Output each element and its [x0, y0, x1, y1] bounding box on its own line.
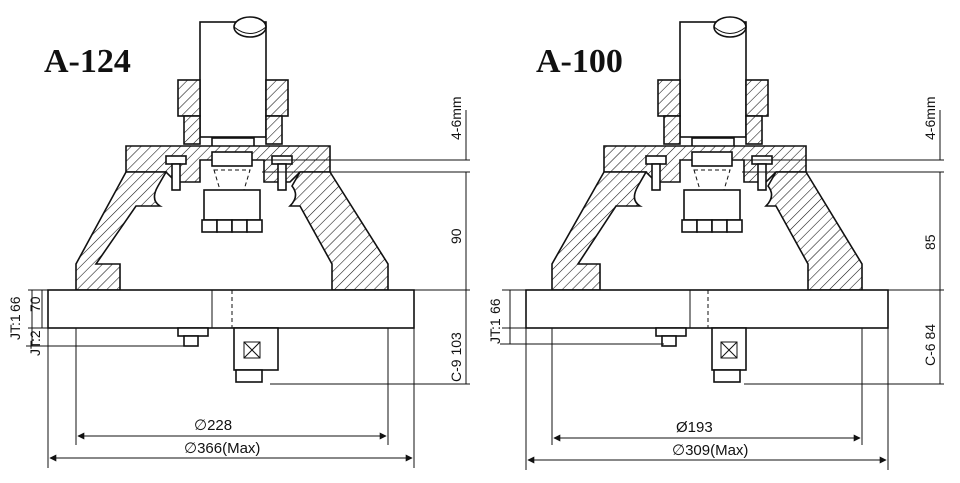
dim-top-a124: 4-6mm: [448, 96, 464, 140]
left-arm-left: [75, 171, 168, 291]
dia-outer-a124: ∅366(Max): [184, 440, 260, 457]
right-arm-left: [288, 171, 389, 291]
base-plate-left: [47, 289, 415, 329]
dia-outer-a100: ∅309(Max): [672, 442, 748, 459]
assembly-a124: A-124: [7, 16, 470, 468]
dim-height-a100: 85: [922, 234, 938, 250]
right-arm-right: [764, 171, 863, 291]
dia-inner-a124: ∅228: [194, 417, 232, 434]
dimensions-left-right: 66 JT:1: [487, 289, 664, 345]
dim-side-a-a100: 66: [487, 298, 503, 314]
dimensions-right-left: 4-6mm 90 C-9 103: [262, 96, 470, 385]
shaft-left: [199, 16, 267, 138]
dim-base-a124: C-9 103: [448, 332, 464, 382]
jt1-a124: JT:1: [7, 314, 23, 340]
dia-inner-a100: Ø193: [676, 419, 713, 436]
jt1-a100: JT:1: [487, 318, 503, 344]
title-a124: A-124: [44, 43, 131, 80]
title-a100: A-100: [536, 43, 623, 80]
dim-side-a-a124: 66: [7, 296, 23, 312]
base-fittings-left: [177, 327, 279, 383]
left-arm-right: [551, 171, 648, 291]
dim-height-a124: 90: [448, 228, 464, 244]
diameter-dims-left: ∅228 ∅366(Max): [47, 328, 415, 468]
base-fittings-right: [655, 327, 747, 383]
base-plate-right: [525, 289, 889, 329]
jt2-a124: JT:2: [27, 330, 43, 356]
cone-tool-right: [681, 151, 743, 233]
cone-tool-left: [201, 151, 263, 233]
diameter-dims-right: Ø193 ∅309(Max): [525, 328, 889, 470]
dim-top-a100: 4-6mm: [922, 96, 938, 140]
dimensions-right-right: 4-6mm 85 C-6 84: [742, 96, 944, 385]
dim-side-b-a124: 70: [27, 296, 43, 312]
dim-base-a100: C-6 84: [922, 324, 938, 366]
assembly-a100: A-100: [487, 16, 944, 470]
dimensions-left-left: 66 70 JT:1 JT:2: [7, 289, 186, 356]
shaft-right: [679, 16, 747, 138]
